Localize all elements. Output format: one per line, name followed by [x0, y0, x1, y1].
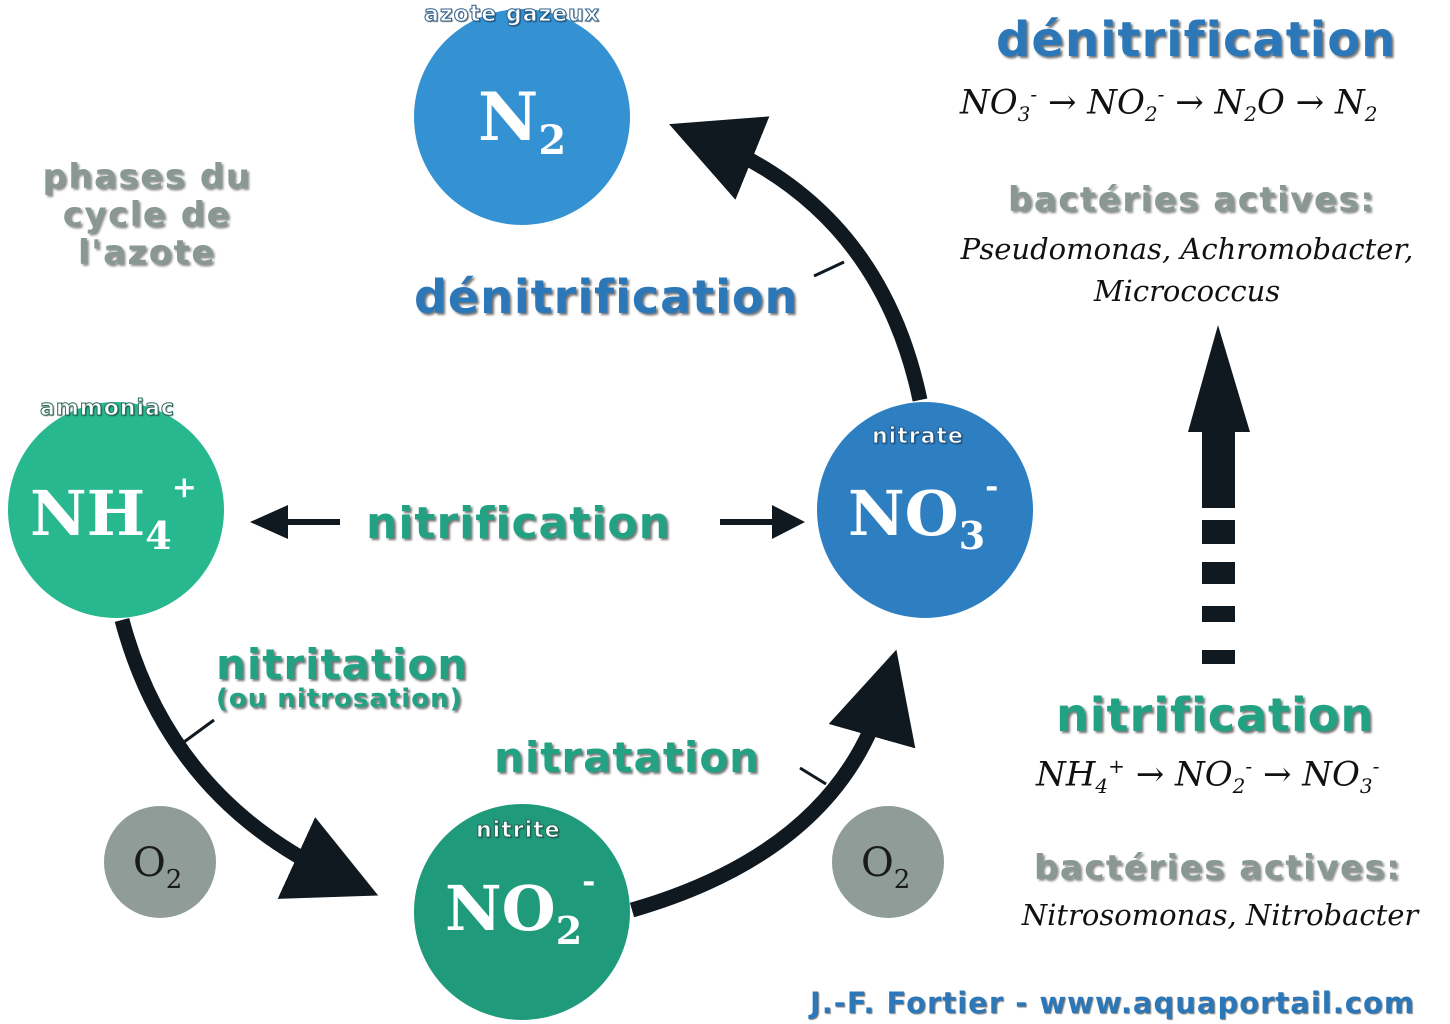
node-n2: N2: [414, 9, 630, 225]
bacteria-line-1: Pseudomonas, Achromobacter,: [960, 232, 1414, 266]
formula-denitrification: NO3- → NO2- → N2O → N2: [960, 82, 1378, 127]
credit-text: J.-F. Fortier - www.aquaportail.com: [810, 986, 1416, 1020]
svg-text:NO2-: NO2-: [445, 862, 595, 953]
label-nitratation: nitratation: [494, 733, 761, 782]
arrow-symbol: →: [1262, 754, 1292, 795]
arrow-right-nitrification: [720, 505, 805, 539]
arrow-nh4-to-no2: [114, 618, 379, 899]
caption-nitrate: nitrate: [872, 424, 964, 450]
label-nitritation-alt: (ou nitrosation): [216, 684, 463, 714]
arrow-left-nitrification: [250, 505, 340, 539]
label-denitrification: dénitrification: [414, 270, 799, 324]
big-up-arrow: [1188, 325, 1250, 508]
svg-text:NH4+: NH4+: [30, 470, 197, 558]
dash-1: [1202, 520, 1235, 544]
label-nitritation: nitritation: [216, 640, 469, 689]
node-no2: NO2-: [414, 804, 630, 1020]
svg-text:O2: O2: [861, 840, 910, 895]
formula-nitrification: NH4+ → NO2- → NO3-: [1036, 754, 1380, 799]
dash-4: [1202, 650, 1235, 664]
panel-denitrification-title: dénitrification: [996, 12, 1397, 68]
panel-denitrification-bacteria-label: bactéries actives:: [1008, 180, 1376, 220]
bacteria-line-2: Micrococcus: [1093, 274, 1281, 308]
title-line-1: phases du: [42, 157, 252, 197]
panel-nitrification-bacteria-label: bactéries actives:: [1034, 848, 1402, 888]
tick-nitratation: [799, 766, 827, 786]
node-nh4: NH4+: [8, 402, 224, 618]
node-o2-right: O2: [832, 806, 944, 918]
tick-nitritation: [183, 718, 215, 744]
arrow-symbol: →: [1047, 82, 1077, 123]
caption-nitrite: nitrite: [476, 818, 561, 844]
dash-2: [1202, 562, 1235, 584]
dash-3: [1202, 606, 1235, 622]
label-nitrification: nitrification: [366, 498, 671, 549]
title-line-2: cycle de: [62, 195, 232, 235]
arrow-no2-to-no3: [629, 649, 916, 918]
svg-text:O2: O2: [133, 840, 182, 895]
node-o2-left: O2: [104, 806, 216, 918]
arrow-no3-to-n2: [669, 116, 928, 402]
title-line-3: l'azote: [78, 233, 216, 273]
panel-nitrification-bacteria: Nitrosomonas, Nitrobacter: [1021, 898, 1419, 932]
arrow-symbol: →: [1135, 754, 1165, 795]
arrow-symbol: →: [1175, 82, 1204, 123]
svg-text:NO3-: NO3-: [848, 467, 998, 558]
panel-nitrification-title: nitrification: [1056, 688, 1375, 742]
tick-denitrification: [813, 260, 845, 278]
arrow-symbol: →: [1295, 82, 1325, 123]
node-no3: NO3-: [817, 402, 1033, 618]
panel-denitrification-bacteria: Pseudomonas, Achromobacter, Micrococcus: [938, 228, 1436, 312]
caption-azote-gazeux: azote gazeux: [423, 2, 601, 28]
caption-ammoniac: ammoniac: [40, 396, 175, 422]
diagram-title: phases du cycle de l'azote: [40, 158, 254, 272]
svg-text:N2: N2: [478, 78, 566, 164]
